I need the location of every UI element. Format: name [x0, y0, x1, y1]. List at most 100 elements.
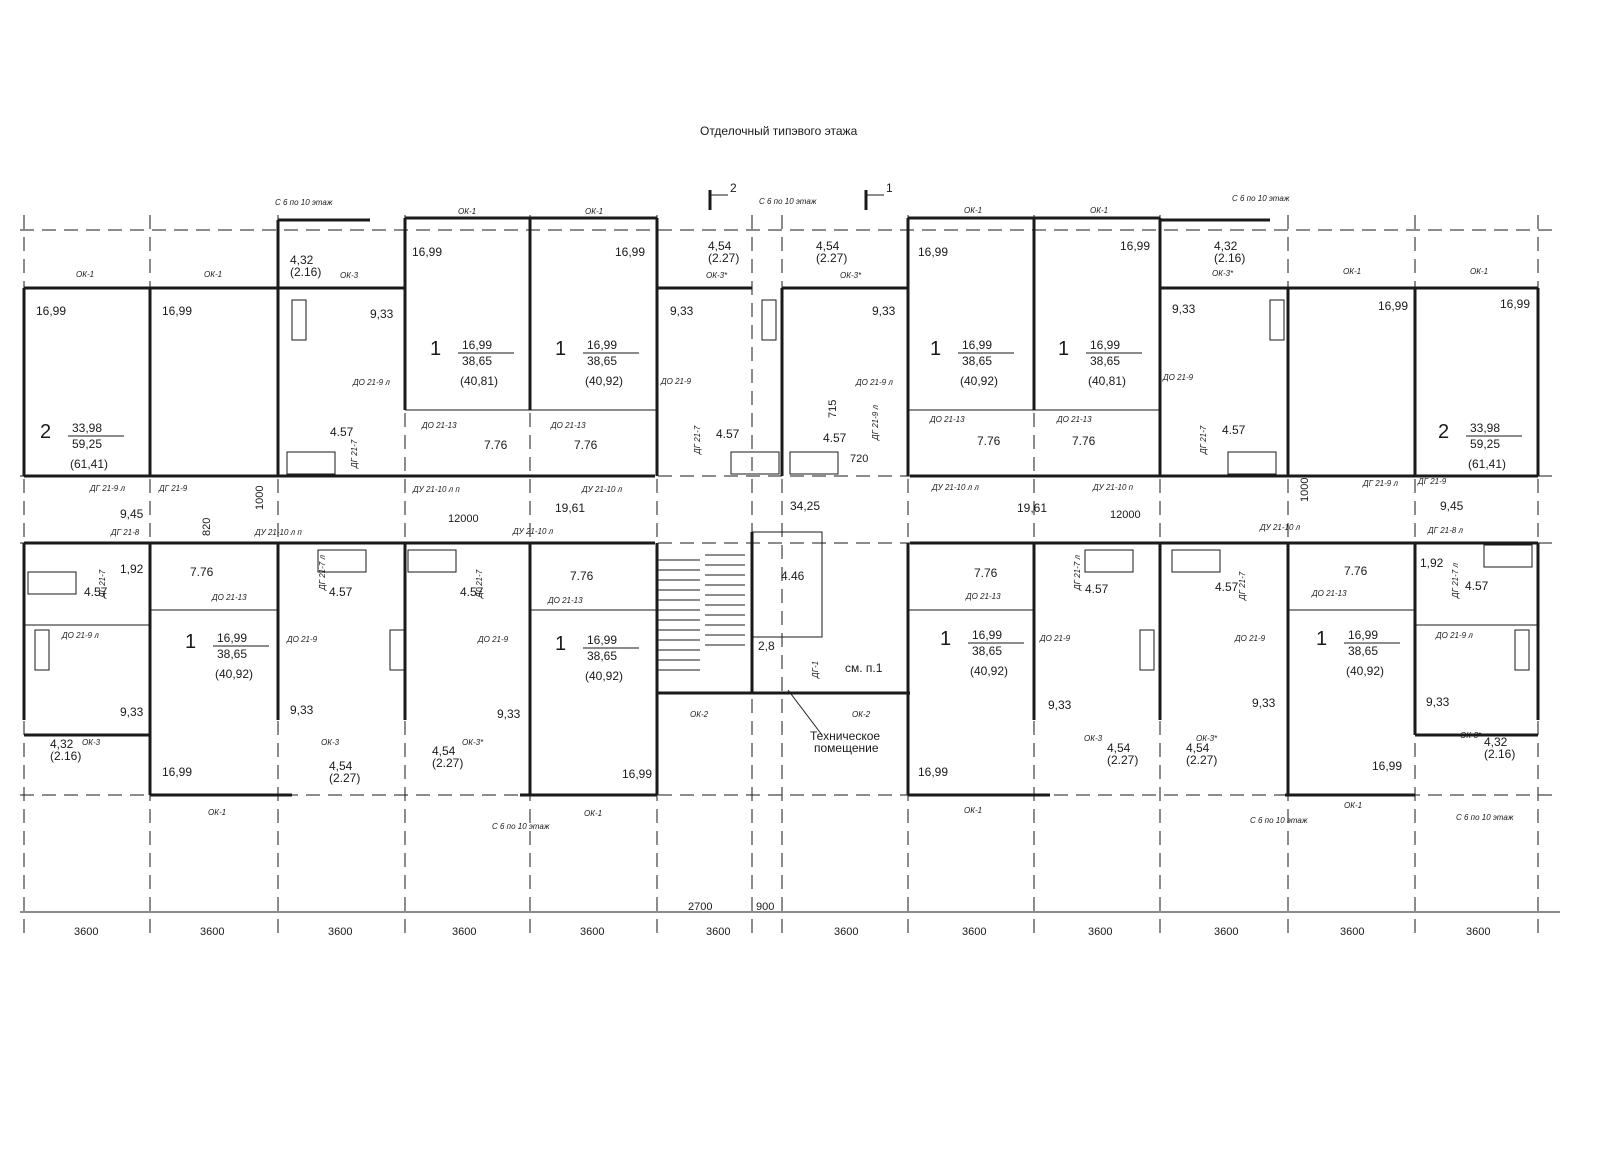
dimension-720: 720 [850, 453, 868, 465]
room-area: 7.76 [977, 434, 1001, 448]
apartment-rooms: 1 [555, 338, 566, 360]
room-area: 9,33 [370, 307, 394, 321]
door-mark: ДГ 21-9 [1417, 477, 1447, 486]
door-mark: ДГ 21-7 л [1451, 563, 1460, 599]
door-mark: ДУ 21-10 л [512, 527, 554, 536]
door-mark: ДГ 21-7 [475, 569, 484, 599]
bathtub [1084, 549, 1134, 573]
apartment-living-area: 16,99 [587, 633, 617, 647]
door-mark: ДО 21-9 [286, 635, 318, 644]
loggia-area: 4,32 [1214, 239, 1238, 253]
dimension-3600: 3600 [74, 926, 98, 938]
dimension-3600: 3600 [200, 926, 224, 938]
apartment-living-area: 16,99 [462, 338, 492, 352]
room-area: 4.57 [716, 427, 740, 441]
apartment-total-area: 59,25 [72, 437, 102, 451]
room-area: 4.57 [1222, 423, 1246, 437]
door-mark: ДО 21-9 [1039, 634, 1071, 643]
window-mark: ОК-3 [340, 271, 359, 280]
floor-note: С 6 по 10 этаж [759, 197, 817, 206]
plan-linework [20, 190, 1560, 940]
door-mark: ДГ 21-8 [110, 528, 140, 537]
room-area: 16,99 [615, 245, 645, 259]
apartment-total-area: 59,25 [1470, 437, 1500, 451]
room-area: 16,99 [162, 765, 192, 779]
kitchen-counter [389, 629, 405, 671]
apartment-living-area: 33,98 [72, 421, 102, 435]
room-area: 9,33 [497, 707, 521, 721]
room-area: 9,33 [290, 703, 314, 717]
loggia-area: 4,54 [329, 759, 353, 773]
floor-note: С 6 по 10 этаж [275, 198, 333, 207]
apartment-total-area-balcony: (40,81) [460, 374, 498, 388]
loggia-area-half: (2.27) [329, 771, 360, 785]
kitchen-counter [1269, 299, 1285, 341]
dimension-3600: 3600 [1088, 926, 1112, 938]
door-mark: ДО 21-9 [1234, 634, 1266, 643]
loggia-area-half: (2.16) [1214, 251, 1245, 265]
dimension-12000: 12000 [1110, 509, 1141, 521]
room-area: 4.57 [1085, 582, 1109, 596]
room-area: 16,99 [918, 245, 948, 259]
loggia-area-half: (2.16) [50, 749, 81, 763]
apartment-rooms: 1 [1058, 338, 1069, 360]
door-mark: ДУ 21-10 л [1259, 523, 1301, 532]
door-mark: ДО 21-13 [421, 421, 457, 430]
corridor-area: 9,45 [120, 507, 144, 521]
apartment-rooms: 1 [185, 631, 196, 653]
tech-room-label: помещение [814, 741, 879, 755]
door-mark: ДГ 21-8 л [1427, 526, 1463, 535]
door-mark: ДГ 21-9 л [89, 484, 125, 493]
dimension-3600: 3600 [580, 926, 604, 938]
loggia-area: 4,54 [432, 744, 456, 758]
apartment-rooms: 2 [40, 421, 51, 443]
window-mark: ОК-1 [1090, 206, 1108, 215]
window-mark: ОК-3* [706, 271, 728, 280]
room-area: 7.76 [484, 438, 508, 452]
door-mark: ДО 21-9 [660, 377, 692, 386]
room-area: 7.76 [574, 438, 598, 452]
door-mark: ДО 21-13 [1311, 589, 1347, 598]
window-mark: ОК-1 [1344, 801, 1362, 810]
door-mark: ДО 21-9 л [352, 378, 390, 387]
room-area: 9,33 [1172, 302, 1196, 316]
door-mark: ДУ 21-10 л [581, 485, 623, 494]
room-area: 4.57 [330, 425, 354, 439]
door-mark: ДО 21-13 [547, 596, 583, 605]
loggia-area: 4,32 [1484, 735, 1508, 749]
window-mark: ОК-3 [321, 738, 340, 747]
dimension-3600: 3600 [1466, 926, 1490, 938]
apartment-living-area: 33,98 [1470, 421, 1500, 435]
room-area: 9,33 [872, 304, 896, 318]
apartment-living-area: 16,99 [972, 628, 1002, 642]
window-mark: ОК-1 [208, 808, 226, 817]
room-area: 16,99 [1378, 299, 1408, 313]
door-mark: ДГ 21-9 л [1362, 479, 1398, 488]
kitchen-counter [1514, 629, 1530, 671]
room-area: 9,33 [1048, 698, 1072, 712]
apartment-total-area-balcony: (40,92) [1346, 664, 1384, 678]
window-mark: ОК-3* [1196, 734, 1218, 743]
stair-area: 4.46 [781, 569, 805, 583]
loggia-area-half: (2.27) [1107, 753, 1138, 767]
reference-note: см. п.1 [845, 661, 883, 675]
room-area: 4.57 [84, 585, 108, 599]
window-mark: ОК-1 [964, 806, 982, 815]
room-area: 16,99 [622, 767, 652, 781]
apartment-total-area: 38,65 [962, 354, 992, 368]
apartment-total-area: 38,65 [972, 644, 1002, 658]
bathtub [789, 451, 839, 475]
window-mark: ОК-1 [1343, 267, 1361, 276]
loggia-area: 4,54 [708, 239, 732, 253]
room-area: 16,99 [412, 245, 442, 259]
kitchen-counter [291, 299, 307, 341]
corridor-area: 19,61 [1017, 501, 1047, 515]
room-area: 9,33 [1252, 696, 1276, 710]
door-mark: ДО 21-13 [929, 415, 965, 424]
apartment-living-area: 16,99 [217, 631, 247, 645]
bathtub [407, 549, 457, 573]
hall-area: 34,25 [790, 499, 820, 513]
bathtub [1171, 549, 1221, 573]
apartment-total-area: 38,65 [1348, 644, 1378, 658]
stair-landing [751, 531, 823, 638]
